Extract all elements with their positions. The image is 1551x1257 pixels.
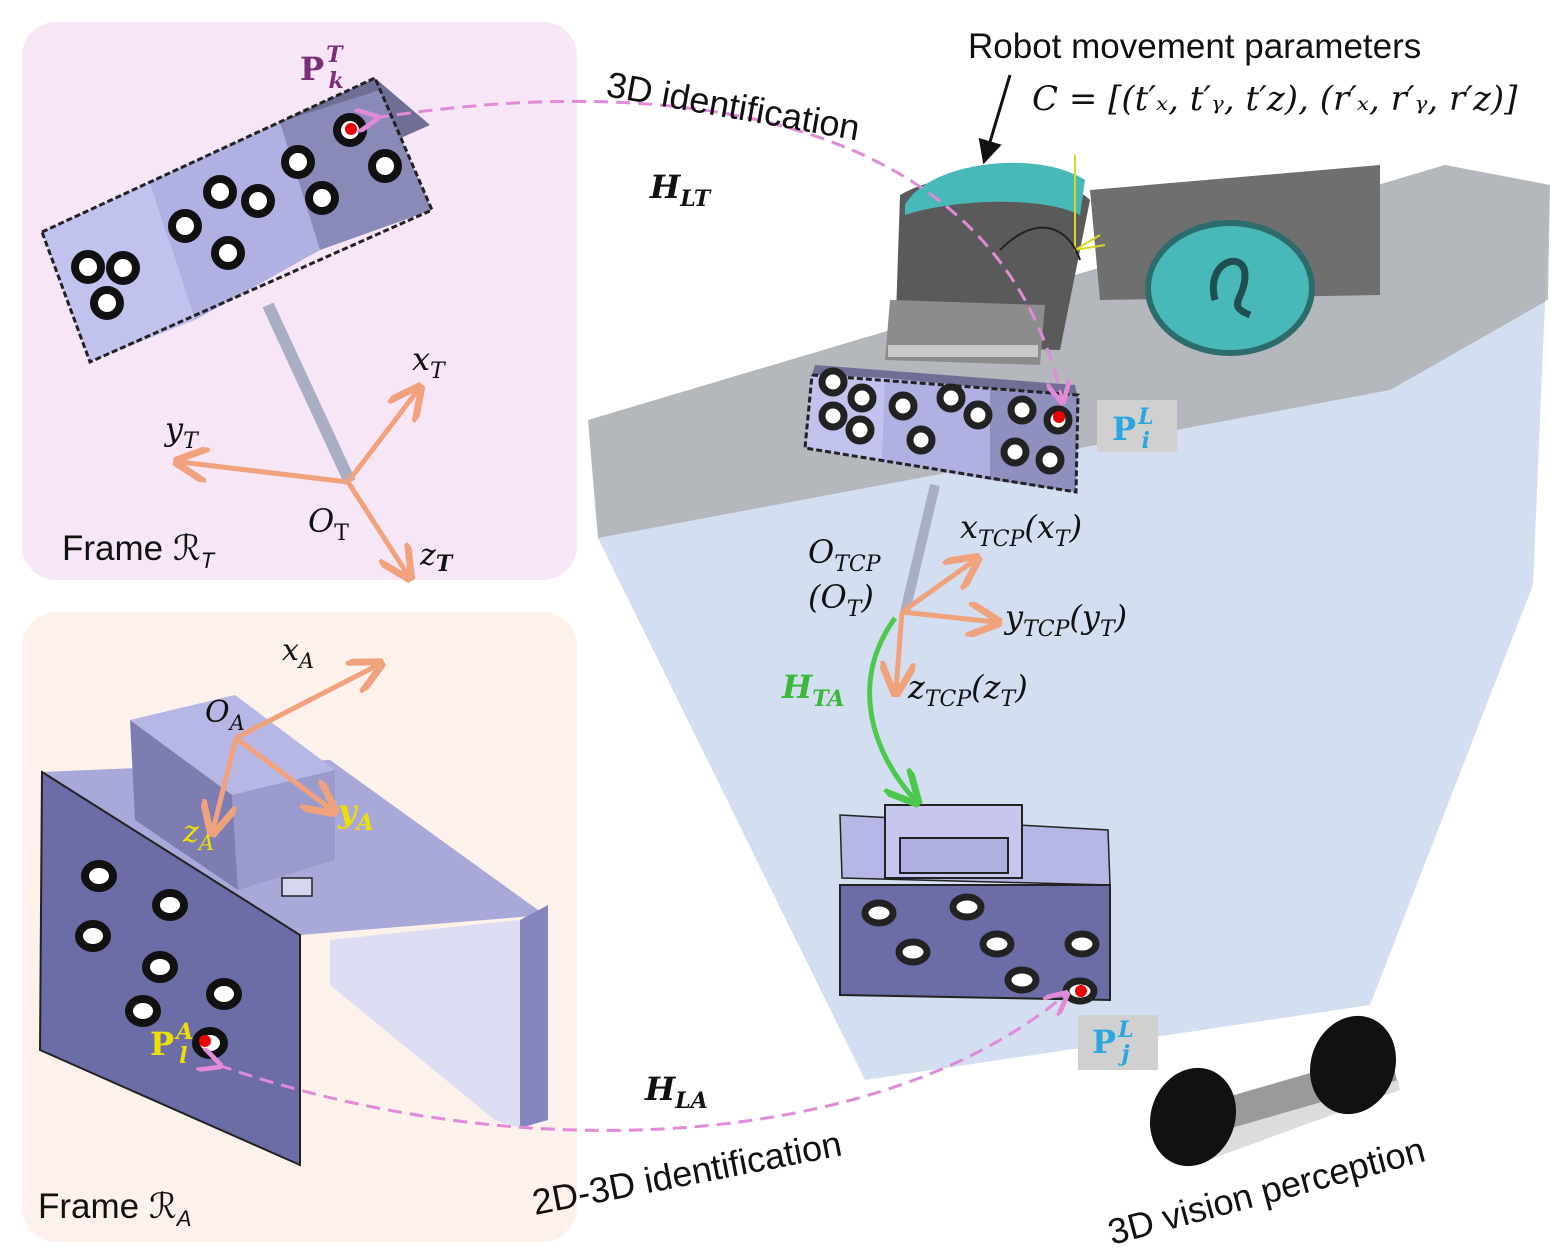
label-zA: zA (182, 815, 214, 855)
axis-yA-arrow (234, 736, 332, 810)
artifact-box-front (130, 720, 238, 890)
marker (211, 236, 245, 270)
arrow-H_LA (218, 995, 1065, 1132)
label-H_LT: HLT (649, 168, 712, 212)
marker (906, 425, 936, 455)
marker (1007, 395, 1037, 425)
label-xTCP: xTCP(xT) (960, 508, 1082, 552)
robot-joint-logo (1209, 257, 1252, 319)
label-PjL-bg (1078, 1015, 1158, 1070)
marker (1000, 437, 1030, 467)
label-zTCP: zTCP(zT) (907, 668, 1028, 712)
tool-block-face-mid (150, 122, 320, 320)
label-xA: xA (282, 633, 314, 673)
marker (75, 920, 111, 952)
label-PiL-bg (1097, 400, 1177, 452)
label-xT: xT (412, 340, 447, 384)
label-OA: OA (205, 695, 245, 735)
perceived-artifact-window (899, 837, 1009, 874)
tool-block-outline (40, 75, 434, 365)
marker (71, 250, 105, 284)
marker (206, 978, 242, 1010)
axis-xA-arrow (234, 665, 378, 741)
label-H_LA: HLA (644, 1070, 708, 1114)
marker (281, 145, 315, 179)
label-vision-perception: 3D vision perception (1103, 1129, 1429, 1253)
marker (888, 391, 918, 421)
marker (106, 251, 140, 285)
artifact-frame-panel (22, 612, 577, 1242)
artifact-right-wall (520, 905, 548, 1128)
perceived-artifact-front (839, 884, 1111, 1002)
robot-params-formula: C = [(t′ₓ, t′ᵧ, t′z), (r′ₓ, r′ᵧ, r′z)] (1032, 79, 1518, 119)
marker (818, 401, 848, 431)
label-zT: zT (419, 538, 454, 577)
label-OTCP-alt: (OT) (808, 578, 874, 622)
marker (152, 889, 188, 921)
perceived-artifact-markers (861, 893, 1100, 1005)
label-OT: OT (308, 502, 349, 546)
marker (895, 938, 931, 966)
frame-label-T: Frame ℛT (62, 529, 216, 573)
marker (847, 383, 877, 413)
point-PjL-dot (1075, 985, 1087, 997)
robot-flange-ring (888, 345, 1038, 357)
marker (368, 149, 402, 183)
marker (845, 415, 875, 445)
tool-shaft (262, 302, 356, 485)
arrow-robot-params (978, 74, 1012, 165)
label-yA: yA (337, 792, 374, 836)
camera-lens-right (1309, 1015, 1397, 1115)
marker (861, 899, 897, 927)
marker (142, 951, 178, 983)
marker (949, 893, 985, 921)
label-OTCP: OTCP (808, 533, 882, 577)
axis-zA-arrow (213, 737, 239, 830)
marker (168, 209, 202, 243)
marker (818, 367, 848, 397)
artifact-tab (281, 877, 313, 897)
marker (81, 860, 117, 892)
marker (305, 181, 339, 215)
frame-label-A: Frame ℛA (38, 1187, 191, 1231)
marker (979, 930, 1015, 958)
mounted-tool-outline (803, 373, 1080, 494)
marker (1064, 930, 1100, 958)
point-PiL-dot (1053, 411, 1065, 423)
label-yT: yT (163, 410, 200, 454)
point-PlA-dot (199, 1035, 211, 1047)
marker (90, 286, 124, 320)
robot-joint-teal (1145, 220, 1315, 356)
axis-xTCP-arrow (900, 560, 975, 615)
robot-params-title: Robot movement parameters (968, 27, 1421, 66)
marker (963, 400, 993, 430)
marker (1035, 445, 1065, 475)
marker (936, 383, 966, 413)
axis-zT-arrow (345, 480, 408, 575)
tool-markers (71, 113, 402, 320)
marker (1004, 966, 1040, 994)
arrow-H_TA (867, 616, 915, 800)
perceived-artifact (839, 804, 1111, 1005)
arrow-H_LT (375, 99, 1062, 400)
label-yTCP: yTCP(yT) (1003, 598, 1127, 642)
marker (125, 995, 161, 1027)
vision-camera (1149, 1015, 1400, 1167)
label-3d-identification: 3D identification (604, 64, 863, 149)
axis-yTCP-arrow (901, 612, 995, 622)
marker (241, 184, 275, 218)
label-H_TA: HTA (781, 668, 844, 712)
marker (203, 175, 237, 209)
mounted-tool-shaft (900, 483, 940, 614)
point-PkT-dot (345, 123, 357, 135)
camera-lens-left (1149, 1067, 1237, 1167)
axis-zTCP-arrow (896, 611, 902, 690)
axis-yT-arrow (180, 462, 349, 485)
